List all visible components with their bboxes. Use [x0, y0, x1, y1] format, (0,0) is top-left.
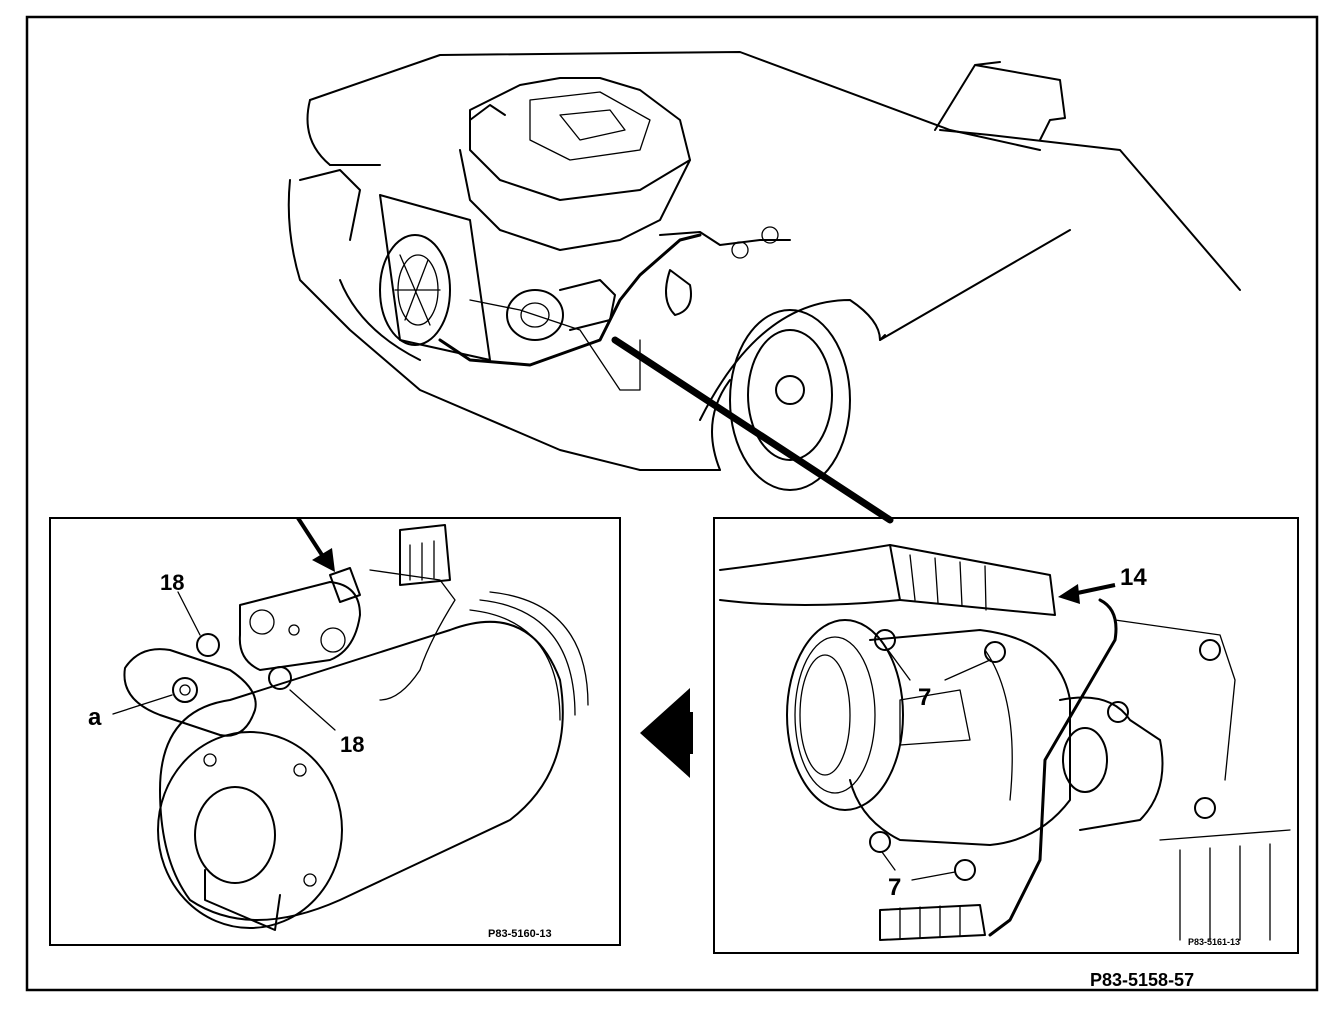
- car-overview: [287, 51, 1241, 524]
- arrow-14-head: [1058, 584, 1080, 604]
- label-a: a: [88, 704, 102, 731]
- leader-18-top: [177, 591, 201, 636]
- inset-right-frame: [713, 517, 1299, 954]
- inset-left: 18 a 18 P83-5160-13: [49, 516, 621, 946]
- hood-outline: [309, 51, 1041, 151]
- bolt-upper: [984, 641, 1006, 663]
- bolt-upper-left: [874, 629, 896, 651]
- radiator-fan: [379, 234, 451, 346]
- label-7-upper: 7: [918, 684, 931, 711]
- label-7-lower: 7: [888, 874, 901, 901]
- compressor-pulley: [786, 619, 904, 811]
- refrigerant-hose: [889, 544, 1056, 616]
- compressor-clutch-face: [157, 731, 343, 929]
- bolt-lower-left: [869, 831, 891, 853]
- inset-left-frame: [49, 517, 621, 946]
- receiver-drier: [665, 269, 692, 316]
- label-18-top: 18: [160, 570, 184, 595]
- leader-7-lower-b: [911, 871, 956, 881]
- direction-arrow: [640, 688, 693, 778]
- engine-block: [469, 77, 691, 201]
- compressor-body: [159, 620, 564, 921]
- arrow-head: [312, 548, 335, 572]
- leader-7-lower-a: [881, 851, 896, 871]
- front-bumper: [287, 179, 721, 471]
- plug-a: [172, 677, 198, 703]
- leader-7-upper-b: [944, 659, 991, 681]
- bolt-bracket-top: [1199, 639, 1221, 661]
- arrow-shaft: [296, 516, 324, 557]
- leader-7-upper-a: [887, 649, 911, 681]
- leader-a: [112, 694, 173, 715]
- label-18-bottom: 18: [340, 732, 364, 757]
- o-ring-top: [196, 633, 220, 657]
- mirror-outline: [934, 61, 1066, 141]
- inset-right-code: P83-5161-13: [1188, 937, 1240, 947]
- electrical-connector: [399, 524, 451, 586]
- direction-arrow-icon: [640, 688, 690, 778]
- cover-plate: [123, 648, 257, 737]
- front-wheel: [729, 309, 851, 491]
- bolt-lower: [954, 859, 976, 881]
- inset-right: 14 7 7 P83-5161-13: [713, 517, 1299, 954]
- figure-code: P83-5158-57: [1090, 970, 1194, 990]
- pointer-leader: [611, 336, 894, 524]
- label-14: 14: [1120, 564, 1147, 591]
- inset-left-code: P83-5160-13: [488, 928, 552, 940]
- leader-18-bottom: [289, 689, 336, 731]
- bolt-bracket-bottom: [1194, 797, 1216, 819]
- compressor-in-bay: [506, 289, 564, 341]
- compressor-body-right: [849, 629, 1071, 846]
- ac-line: [438, 233, 702, 367]
- ac-pipe: [988, 598, 1118, 937]
- manifold-plate: [238, 581, 361, 671]
- front-fender: [699, 229, 1071, 421]
- radiator: [379, 194, 491, 361]
- lower-hose: [879, 904, 986, 941]
- o-ring-bottom: [268, 666, 292, 690]
- oil-pan: [1159, 829, 1291, 941]
- outer-frame: [25, 15, 1319, 992]
- relief-valve: [329, 567, 361, 603]
- mounting-bracket: [1059, 696, 1164, 831]
- hose-connector-bay: [659, 231, 791, 246]
